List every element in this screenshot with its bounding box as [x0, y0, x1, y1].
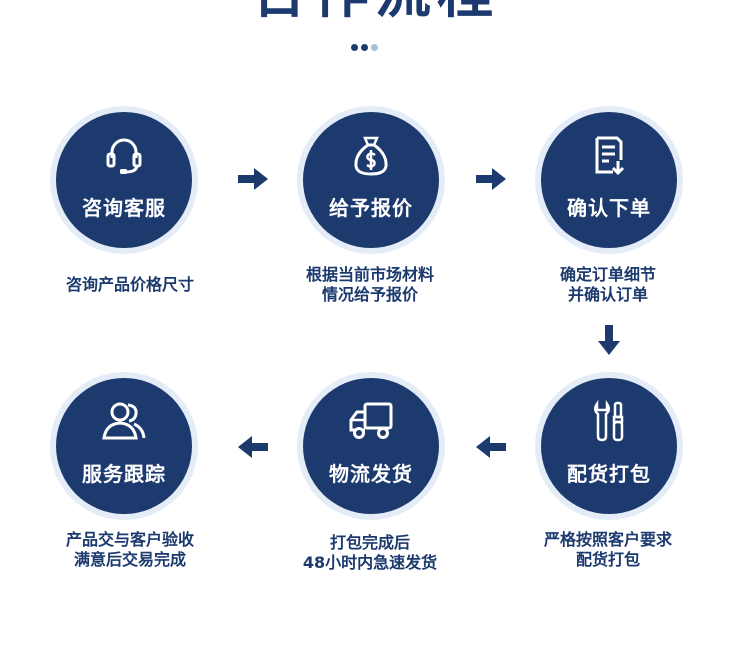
users-icon	[102, 402, 146, 440]
step-label: 咨询客服	[82, 196, 166, 220]
step-label: 确认下单	[567, 196, 651, 220]
step-description: 根据当前市场材料 情况给予报价	[305, 265, 434, 304]
arrow-left-icon	[238, 436, 268, 458]
step-label: 配货打包	[567, 462, 651, 486]
document-checklist-icon	[595, 136, 625, 176]
money-bag-icon	[354, 136, 388, 176]
tools-icon	[594, 399, 624, 442]
step-label: 物流发货	[329, 462, 413, 486]
delivery-truck-icon	[349, 402, 393, 439]
page-title: 合作流程	[0, 0, 750, 24]
headset-icon	[106, 138, 142, 174]
step-description: 严格按照客户要求 配货打包	[543, 530, 672, 569]
arrow-down-icon	[598, 325, 620, 355]
title-decoration-dots	[351, 44, 378, 51]
step-label: 给予报价	[329, 196, 413, 220]
step-description: 咨询产品价格尺寸	[65, 275, 194, 294]
step-description: 打包完成后 48小时内急速发货	[302, 533, 438, 572]
arrow-right-icon	[238, 168, 268, 190]
arrow-left-icon	[476, 436, 506, 458]
step-description: 产品交与客户验收 满意后交易完成	[65, 530, 194, 569]
step-description: 确定订单细节 并确认订单	[559, 265, 656, 304]
step-label: 服务跟踪	[82, 462, 166, 486]
arrow-right-icon	[476, 168, 506, 190]
